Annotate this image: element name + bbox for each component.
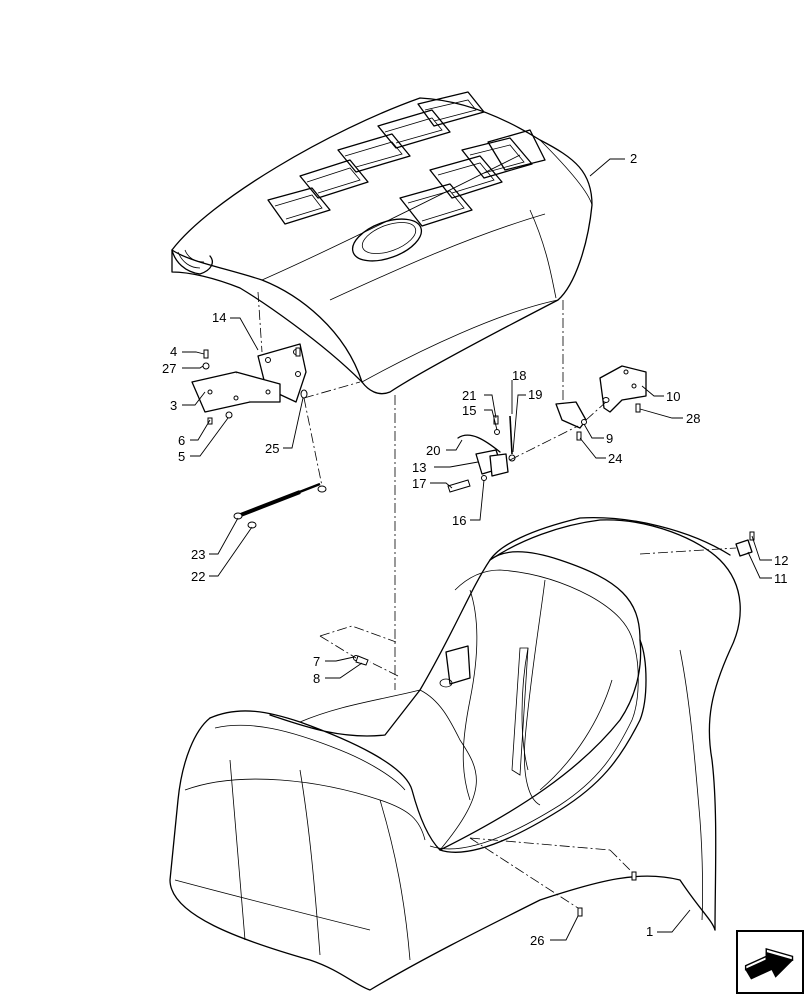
callout-12: 12 (774, 553, 788, 568)
callout-25: 25 (265, 441, 279, 456)
callout-6: 6 (178, 433, 185, 448)
callout-26: 26 (530, 933, 544, 948)
body-frame (169, 516, 741, 991)
callout-2: 2 (630, 151, 637, 166)
callout-4: 4 (170, 344, 177, 359)
callout-3: 3 (170, 398, 177, 413)
callout-9: 9 (606, 431, 613, 446)
hood-vents-left (267, 91, 485, 225)
callout-11: 11 (774, 571, 788, 586)
callout-20: 20 (426, 443, 440, 458)
callout-17: 17 (412, 476, 426, 491)
callout-19: 19 (528, 387, 542, 402)
callout-28: 28 (686, 411, 700, 426)
bracket-hardware (202, 347, 308, 425)
callout-24: 24 (608, 451, 622, 466)
leader-lines (182, 158, 772, 941)
callout-labels: 2 1 14 4 27 3 6 5 25 23 22 7 8 10 28 9 2… (162, 151, 788, 948)
callout-22: 22 (191, 569, 205, 584)
callout-13: 13 (412, 460, 426, 475)
callout-7: 7 (313, 654, 320, 669)
hood-vents-right (399, 129, 546, 227)
gas-strut (233, 482, 327, 529)
engine-hood (171, 91, 593, 395)
latch-assembly (447, 415, 516, 493)
callout-18: 18 (512, 368, 526, 383)
arrow-icon (744, 947, 794, 980)
callout-27: 27 (162, 361, 176, 376)
callout-16: 16 (452, 513, 466, 528)
next-page-arrow-icon[interactable] (736, 930, 804, 994)
callout-15: 15 (462, 403, 476, 418)
callout-10: 10 (666, 389, 680, 404)
bracket-11 (735, 531, 755, 557)
callout-21: 21 (462, 388, 476, 403)
callout-1: 1 (646, 924, 653, 939)
callout-8: 8 (313, 671, 320, 686)
latch-bracket-10 (555, 365, 647, 441)
callout-14: 14 (212, 310, 226, 325)
callout-5: 5 (178, 449, 185, 464)
callout-23: 23 (191, 547, 205, 562)
bolt-26 (577, 871, 637, 917)
assembly-center-lines (257, 291, 737, 909)
bracket-3 (191, 371, 281, 413)
